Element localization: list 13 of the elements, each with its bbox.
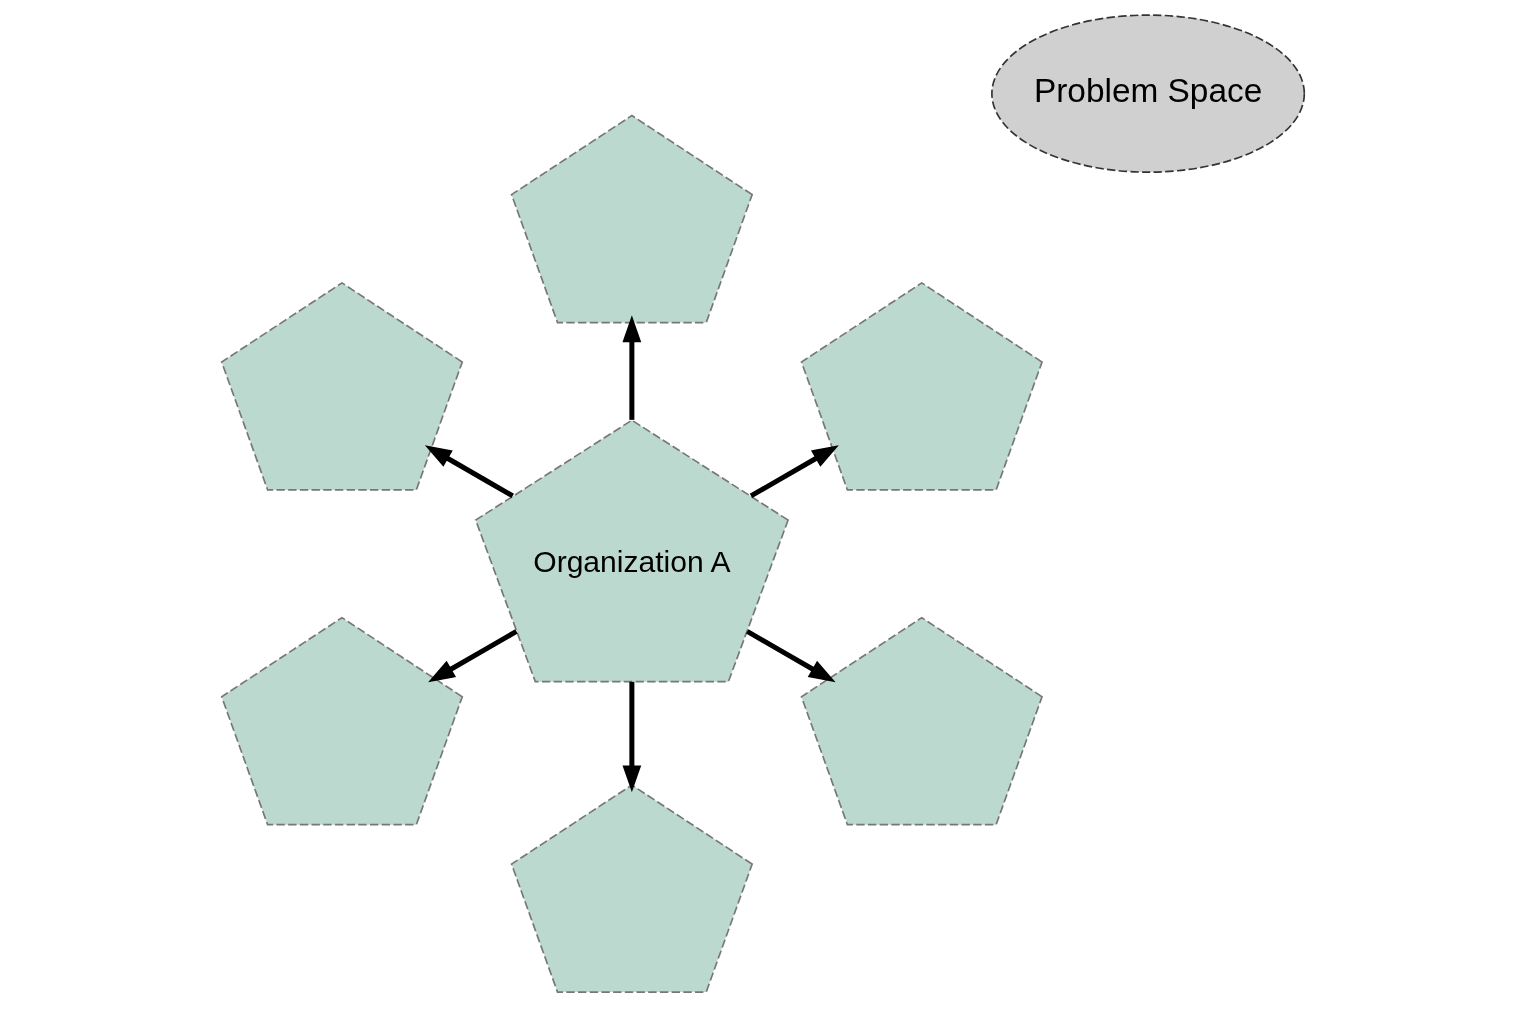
node-pentagon — [510, 114, 754, 324]
node-pentagon — [800, 616, 1044, 826]
arrow — [622, 315, 642, 420]
node-pentagon — [510, 784, 754, 993]
arrow — [428, 629, 518, 683]
arrow — [746, 629, 836, 683]
arrow — [424, 445, 514, 499]
node-ellipse: Problem Space — [991, 14, 1306, 173]
arrow — [622, 681, 642, 793]
node-pentagon — [220, 616, 464, 826]
node-pentagon — [220, 281, 464, 491]
arrow — [749, 445, 839, 499]
node-pentagon — [800, 281, 1044, 491]
